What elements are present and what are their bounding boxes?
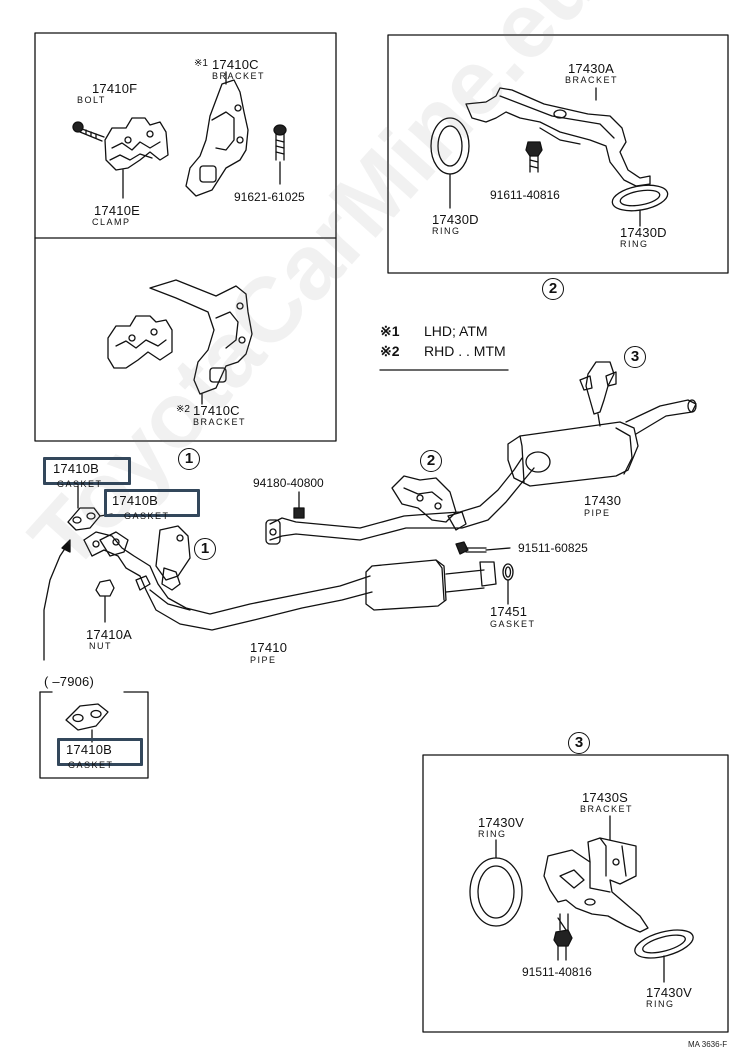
detail-box-bottom-right	[422, 754, 729, 1033]
label-ring-top: RING	[478, 829, 507, 839]
label-nut: NUT	[89, 641, 112, 651]
highlight-box-gasket-inset	[57, 738, 143, 766]
mark-2-bottom: ※2	[176, 404, 190, 415]
ring-17430v-bottom-drawing	[634, 929, 694, 983]
exhaust-pipe-rear-drawing	[265, 457, 535, 545]
inset-gasket-drawing	[65, 703, 109, 743]
note-1-text: LHD; ATM	[424, 323, 488, 339]
label-17430v-top: 17430V	[478, 815, 525, 830]
label-17410c-top: 17410C	[212, 57, 259, 72]
highlight-box-gasket-b	[104, 489, 200, 517]
label-17451: 17451	[490, 604, 528, 619]
label-ring-right: RING	[620, 239, 649, 249]
label-17430a: 17430A	[568, 61, 615, 76]
label-gasket-inset: GASKET	[68, 760, 114, 770]
muffler-front-drawing	[365, 559, 497, 611]
label-gasket-a: GASKET	[57, 479, 103, 489]
callout-1-box: 1	[178, 448, 200, 470]
note-1-mark: ※1	[380, 323, 400, 339]
bolt-91621-drawing	[273, 124, 287, 185]
label-pipe-rear: PIPE	[584, 508, 611, 518]
label-91511-40816: 91511-40816	[522, 965, 592, 979]
muffler-rear-drawing	[507, 399, 697, 487]
reference-code: MA 3636-F	[688, 1040, 728, 1049]
label-91611-40816: 91611-40816	[490, 188, 560, 202]
label-17410f: 17410F	[92, 81, 138, 96]
callout-1-bracket: 1	[194, 538, 216, 560]
bracket-17430s-drawing	[543, 815, 649, 933]
label-gasket-17451: GASKET	[490, 619, 536, 629]
arrow-up-drawing	[43, 539, 71, 661]
bolt-17410f-drawing	[72, 121, 105, 142]
ring-17430d-left-drawing	[430, 117, 470, 209]
ring-17430v-top-drawing	[469, 839, 523, 927]
note-2-text: RHD . . MTM	[424, 343, 506, 359]
label-ring-left: RING	[432, 226, 461, 236]
label-bracket-17430s: BRACKET	[580, 804, 634, 814]
callout-2-box: 2	[542, 278, 564, 300]
highlight-box-gasket-a	[43, 457, 131, 485]
bracket-17410c-bottom-drawing	[149, 279, 253, 405]
label-17410b-inset: 17410B	[66, 742, 113, 757]
callout-3-box: 3	[568, 732, 590, 754]
label-17410b-a: 17410B	[53, 461, 100, 476]
label-17430d-left: 17430D	[432, 212, 479, 227]
detail-box-top-right	[387, 34, 729, 274]
bracket-17410c-top-drawing	[185, 71, 249, 197]
label-91621-61025: 91621-61025	[234, 190, 305, 204]
nut-17410a-drawing	[95, 579, 115, 623]
label-17430: 17430	[584, 493, 622, 508]
label-gasket-b: GASKET	[124, 511, 170, 521]
callout-2-hanger: 2	[420, 450, 442, 472]
bolt-91511-60825-drawing	[455, 541, 511, 555]
label-bracket-bottom: BRACKET	[193, 417, 247, 427]
label-17410: 17410	[250, 640, 288, 655]
label-ring-bottom: RING	[646, 999, 675, 1009]
label-17430d-right: 17430D	[620, 225, 667, 240]
callout-3-hanger: 3	[624, 346, 646, 368]
label-clamp: CLAMP	[92, 217, 131, 227]
gasket-17451-drawing	[502, 563, 514, 605]
label-17410b-b: 17410B	[112, 493, 159, 508]
label-94180-40800: 94180-40800	[253, 476, 324, 490]
label-pipe-front: PIPE	[250, 655, 277, 665]
note-2-mark: ※2	[380, 343, 400, 359]
clamp-lower-drawing	[107, 315, 173, 369]
ring-17430d-right-drawing	[611, 184, 669, 227]
label-17410e: 17410E	[94, 203, 141, 218]
detail-box-top-left	[34, 32, 337, 442]
bolt-91511-40816-drawing	[553, 913, 573, 961]
mark-1-top: ※1	[194, 58, 208, 69]
exhaust-pipe-front-drawing	[83, 525, 373, 631]
label-17410c-bottom: 17410C	[193, 403, 240, 418]
bolt-94180-drawing	[293, 491, 305, 519]
label-bolt: BOLT	[77, 95, 106, 105]
clamp-17410e-drawing	[104, 117, 169, 199]
label-17410a: 17410A	[86, 627, 133, 642]
inset-box	[39, 691, 149, 779]
inset-range-label: ( –7906)	[44, 674, 95, 689]
bolt-91611-drawing	[525, 141, 543, 173]
hanger-3-drawing	[579, 361, 617, 427]
label-17430v-bottom: 17430V	[646, 985, 693, 1000]
label-91511-60825: 91511-60825	[518, 541, 588, 555]
bracket-17430a-drawing	[465, 87, 651, 187]
label-bracket-top: BRACKET	[212, 71, 266, 81]
label-bracket-17430a: BRACKET	[565, 75, 619, 85]
label-17430s: 17430S	[582, 790, 629, 805]
